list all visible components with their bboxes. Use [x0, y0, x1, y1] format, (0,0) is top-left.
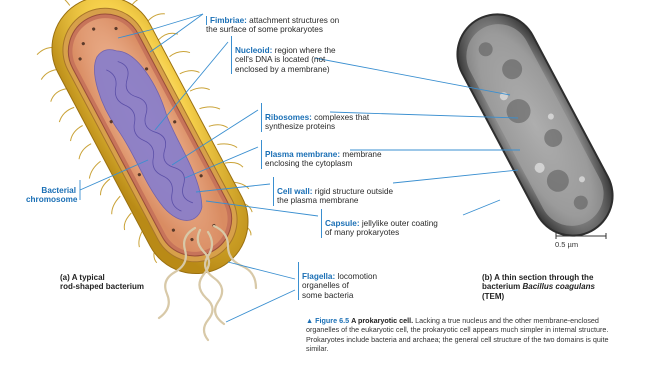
label-plasma-membrane: Plasma membrane: membrane enclosing the … [261, 140, 382, 169]
panel-b-caption: (b) A thin section through the bacterium… [482, 263, 595, 301]
panel-a-caption: (a) A typical rod-shaped bacterium [60, 263, 144, 292]
figure-caption: ▲ Figure 6.5 A prokaryotic cell. Lacking… [306, 316, 624, 354]
label-nucleoid: Nucleoid: region where the cell's DNA is… [231, 36, 336, 74]
scale-bar-label: 0.5 µm [555, 240, 578, 249]
label-fimbriae: Fimbriae: attachment structures on the s… [206, 6, 339, 35]
label-ribosomes: Ribosomes: complexes that synthesize pro… [261, 103, 369, 132]
label-flagella: Flagella: locomotion organelles of some … [298, 262, 377, 300]
label-cell-wall: Cell wall: rigid structure outside the p… [273, 177, 393, 206]
tem-micrograph [443, 0, 626, 249]
label-capsule: Capsule: jellylike outer coating of many… [321, 209, 438, 238]
label-bacterial-chromosome: Bacterial chromosome [26, 176, 76, 205]
